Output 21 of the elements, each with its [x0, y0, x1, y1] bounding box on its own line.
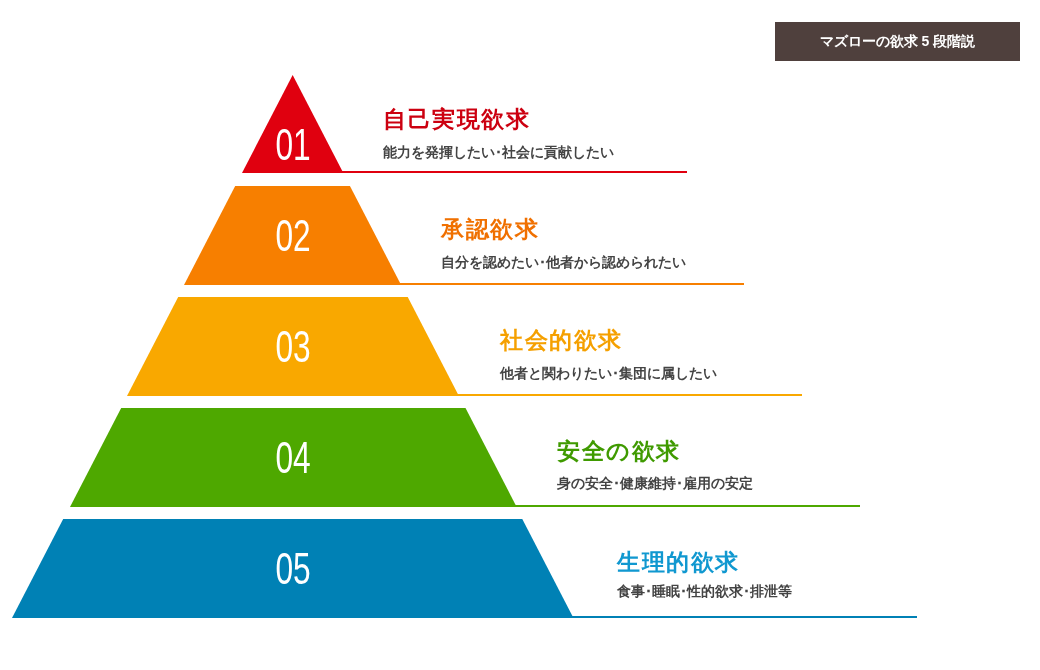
level-number: 02 [275, 214, 311, 258]
level-heading: 承認欲求 [441, 217, 539, 243]
pyramid-segment [69, 408, 517, 507]
level-number: 03 [275, 325, 311, 369]
level-heading: 自己実現欲求 [383, 107, 530, 133]
level-description: 能力を発揮したい･社会に貢献したい [383, 143, 614, 161]
level-number: 04 [275, 436, 311, 480]
level-heading: 社会的欲求 [500, 328, 623, 354]
pyramid-segment [12, 519, 574, 618]
pyramid-triangle [242, 75, 344, 173]
pyramid-segment [184, 186, 402, 285]
level-description: 身の安全･健康維持･雇用の安定 [557, 474, 753, 492]
level-heading: 生理的欲求 [617, 550, 740, 576]
level-number: 01 [275, 123, 311, 167]
level-description: 食事･睡眠･性的欲求･排泄等 [617, 582, 792, 600]
level-description: 自分を認めたい･他者から認められたい [441, 253, 686, 271]
level-description: 他者と関わりたい･集団に属したい [500, 364, 717, 382]
level-heading: 安全の欲求 [557, 439, 681, 465]
pyramid-segment [127, 297, 459, 396]
level-number: 05 [275, 547, 311, 591]
title-banner: マズローの欲求 5 段階説 [775, 22, 1020, 61]
